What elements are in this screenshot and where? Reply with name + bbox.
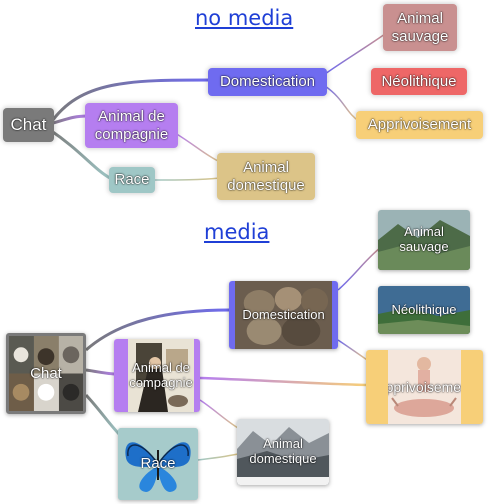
- media-node-animal-sauvage[interactable]: Animal sauvage: [378, 210, 470, 270]
- media-edges: [84, 247, 381, 461]
- painting-with-pet-icon: [128, 339, 194, 412]
- media-node-apprivoisement[interactable]: Apprivoisement: [366, 350, 483, 424]
- media-node-race[interactable]: Race: [118, 428, 198, 500]
- media-node-animal-de-compagnie-label: Animal de compagnie: [129, 359, 193, 390]
- title-no-media-link[interactable]: no media: [195, 6, 294, 30]
- butterfly-image-icon: [118, 428, 198, 500]
- media-node-chat-label: Chat: [30, 364, 62, 382]
- media-node-animal-domestique[interactable]: Animal domestique: [237, 419, 329, 485]
- media-node-animal-de-compagnie[interactable]: Animal de compagnie: [114, 339, 200, 412]
- media-node-animal-domestique-label: Animal domestique: [249, 436, 317, 466]
- no-media-edges: [48, 33, 386, 181]
- media-node-race-label: Race: [140, 455, 176, 473]
- cats-group-photo-icon: [235, 281, 332, 349]
- node-animal-sauvage[interactable]: Animal sauvage: [383, 4, 457, 51]
- landscape-photo-icon: [378, 210, 470, 270]
- landscape-photo-icon: [237, 419, 329, 485]
- node-domestication[interactable]: Domestication: [208, 68, 327, 96]
- media-node-domestication-label: Domestication: [242, 306, 325, 322]
- node-apprivoisement[interactable]: Apprivoisement: [356, 111, 483, 139]
- node-animal-domestique[interactable]: Animal domestique: [217, 153, 315, 200]
- media-node-neolithique-label: Néolithique: [391, 301, 457, 317]
- landscape-photo-icon: [378, 286, 470, 334]
- title-media-link[interactable]: media: [204, 220, 270, 244]
- node-chat[interactable]: Chat: [3, 108, 54, 142]
- media-node-apprivoisement-label: Apprivoisement: [376, 378, 473, 395]
- media-node-neolithique[interactable]: Néolithique: [378, 286, 470, 334]
- media-node-chat[interactable]: Chat: [6, 333, 86, 414]
- media-node-animal-sauvage-label: Animal sauvage: [399, 224, 449, 254]
- media-node-domestication[interactable]: Domestication: [229, 281, 338, 349]
- node-race[interactable]: Race: [109, 167, 155, 193]
- cat-photo-collage-icon: [9, 336, 83, 411]
- node-neolithique[interactable]: Néolithique: [371, 68, 467, 95]
- tamer-drawing-icon: [388, 350, 461, 424]
- node-animal-de-compagnie[interactable]: Animal de compagnie: [85, 103, 178, 148]
